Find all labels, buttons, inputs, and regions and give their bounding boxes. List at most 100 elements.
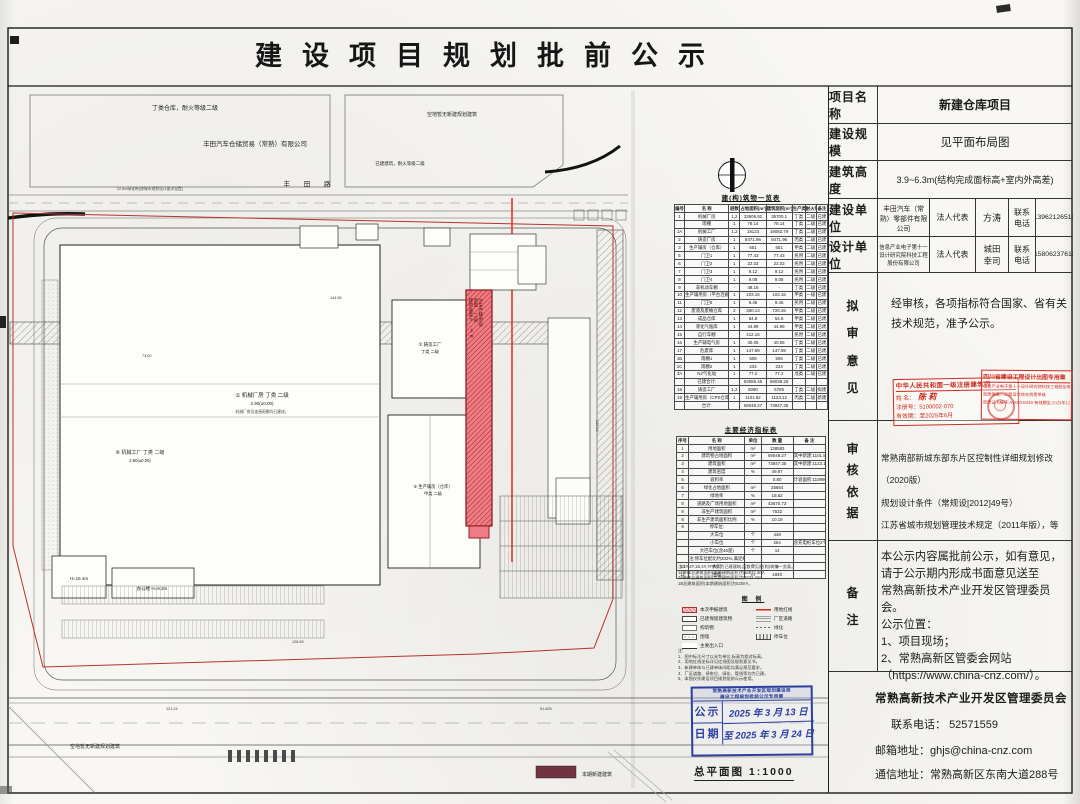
- cell: 丁类: [791, 282, 806, 292]
- row-remark: 备注 本公示内容属批前公示，如有意见，请于公示期内形成书面意见送至常熟高新技术产…: [829, 541, 1072, 682]
- cell: 1: [728, 298, 741, 308]
- cell: [728, 401, 741, 411]
- cell: 48.16: [739, 282, 767, 292]
- cell: 17: [673, 346, 686, 355]
- cell: 液化气瓶库: [684, 322, 730, 332]
- cell: 生产辅房（仓库）: [684, 243, 730, 253]
- cell: 合计:: [684, 401, 730, 411]
- vertical-label-char: 审: [846, 441, 860, 456]
- cell: 围墙: [688, 570, 746, 580]
- building-list-table: 建(构)筑物一览表 编号名 称层数占地面积(m²)建筑面积(m²)生产类别耐火等…: [673, 192, 829, 411]
- cell: 甲类: [791, 322, 806, 332]
- dimension: 73.00: [142, 354, 152, 358]
- new-building-vertical-label: ⑲生产辅用房 丙类 二级 建筑高度6.3m: [468, 298, 484, 438]
- cell: 门卫2: [684, 259, 730, 269]
- column-header: 建筑面积(m²): [765, 204, 793, 213]
- legend-item: 用地红线: [756, 605, 824, 614]
- cell: 77.2: [739, 369, 767, 379]
- dimension: 121.24: [166, 707, 178, 711]
- cell: 铸造厂房: [684, 235, 730, 245]
- scan-mark: [996, 4, 1011, 13]
- cell: 8: [675, 507, 690, 516]
- cell: 10: [673, 290, 686, 300]
- cell: 民用: [791, 275, 806, 284]
- legend-label: 停车位: [774, 633, 788, 639]
- cell: 5: [673, 251, 686, 261]
- cell: 69039.25: [765, 377, 793, 387]
- text-line: 规划设计条件（常规设[2012]49号）: [881, 497, 1018, 508]
- new-building-name: ⑲生产辅用房: [478, 298, 484, 327]
- cell: [744, 522, 762, 532]
- parking-row: [61, 619, 325, 639]
- cell: 16: [673, 338, 686, 348]
- cell: 个: [744, 538, 762, 548]
- cell: [760, 522, 794, 532]
- building-table-body: 编号名 称层数占地面积(m²)建筑面积(m²)生产类别耐火等级备注1机械厂房1,…: [673, 204, 829, 411]
- cell: 8471.96: [765, 235, 793, 245]
- structure-swatch-icon: [682, 624, 697, 631]
- cell: 已建: [815, 298, 829, 308]
- cell: 49.97: [760, 467, 794, 477]
- economic-table-title: 主要经济指标表: [724, 427, 778, 434]
- cell: 已建: [815, 314, 829, 324]
- cell: 机械工厂: [684, 227, 730, 237]
- gate-swatch-icon: [682, 642, 697, 649]
- road-name-label: 丰 田 路: [283, 179, 336, 188]
- cell: 33606.92: [739, 211, 767, 221]
- cell: 二级: [804, 219, 817, 229]
- cell: 二级: [804, 369, 817, 379]
- cell: 2: [728, 306, 741, 316]
- cell: 78.14: [765, 219, 793, 229]
- stamp-valid-label: 有效期：: [896, 414, 920, 421]
- cell: 8: [675, 514, 690, 524]
- cell: 民用: [791, 330, 806, 340]
- legal-rep-name: 方涛: [976, 199, 1009, 236]
- building-table-title: 建(构)筑物一览表: [721, 195, 781, 202]
- cell: 1: [728, 259, 741, 269]
- cell: 含充电桩车位2个: [792, 538, 827, 548]
- cell: 2: [675, 451, 690, 461]
- parcel-c-label: 空地暂无新建规划建筑: [70, 743, 120, 750]
- cell: 二级: [804, 243, 817, 253]
- cell: 651: [765, 243, 793, 253]
- field-label: 项目名称: [829, 86, 878, 123]
- cell: 铸造工厂: [684, 385, 730, 395]
- cell: [815, 401, 829, 411]
- stamp-reg-number: 5100002-070: [919, 404, 954, 412]
- cell: 13: [673, 314, 686, 324]
- cell: 18123: [739, 227, 767, 237]
- economic-notes: 注:1#,2#,1B,4#,7#单体为已建建筑,层数详见建(构)筑物一览表。1#…: [678, 564, 828, 587]
- cell: 1C: [673, 361, 686, 371]
- column-header: 序号: [675, 436, 690, 445]
- cell: 44.99: [765, 322, 793, 332]
- height-label: H=15.4m: [70, 576, 89, 581]
- cell: [804, 401, 817, 411]
- legend-left-column: 本次申报建筑已建保留建筑物构筑物围墙主要出入口: [682, 605, 750, 650]
- text-line: 2、用地红线坐标详见红线图及规划意见书。: [678, 659, 760, 665]
- cell: 8: [675, 499, 690, 509]
- cell: 生产辅电气房: [684, 338, 730, 348]
- cell: 15: [673, 330, 686, 340]
- cell: 二级: [804, 298, 817, 308]
- redline-swatch-icon: [756, 606, 771, 613]
- stamp-reg-label: 注册号：: [896, 405, 920, 412]
- legend-item: 厂区道路: [756, 614, 824, 623]
- footer-addr-label: 通信地址：: [875, 769, 930, 781]
- north-arrow-icon: [718, 158, 746, 192]
- cell: 民用: [791, 298, 806, 308]
- parcel-b-label: 空地暂无新建规划建筑: [427, 111, 477, 118]
- field-label: 建设规模: [829, 124, 878, 160]
- cell: 二级: [804, 314, 817, 324]
- new-building-19-foot: [468, 525, 490, 539]
- cell: %: [744, 467, 762, 477]
- cell: 69048.27: [760, 451, 794, 461]
- opinion-text: 经审核，各项指标符合国家、省有关技术规范，准予公示。: [891, 295, 1068, 335]
- cell: 11: [673, 298, 686, 308]
- cell: 非生产建筑面积: [688, 507, 746, 516]
- cell: 18.52: [760, 491, 794, 501]
- cell: 3: [675, 459, 690, 469]
- road-swatch-icon: [756, 615, 771, 622]
- vertical-label-char: 依: [846, 484, 860, 499]
- cell: 9.08: [765, 275, 793, 284]
- cell: [792, 507, 827, 516]
